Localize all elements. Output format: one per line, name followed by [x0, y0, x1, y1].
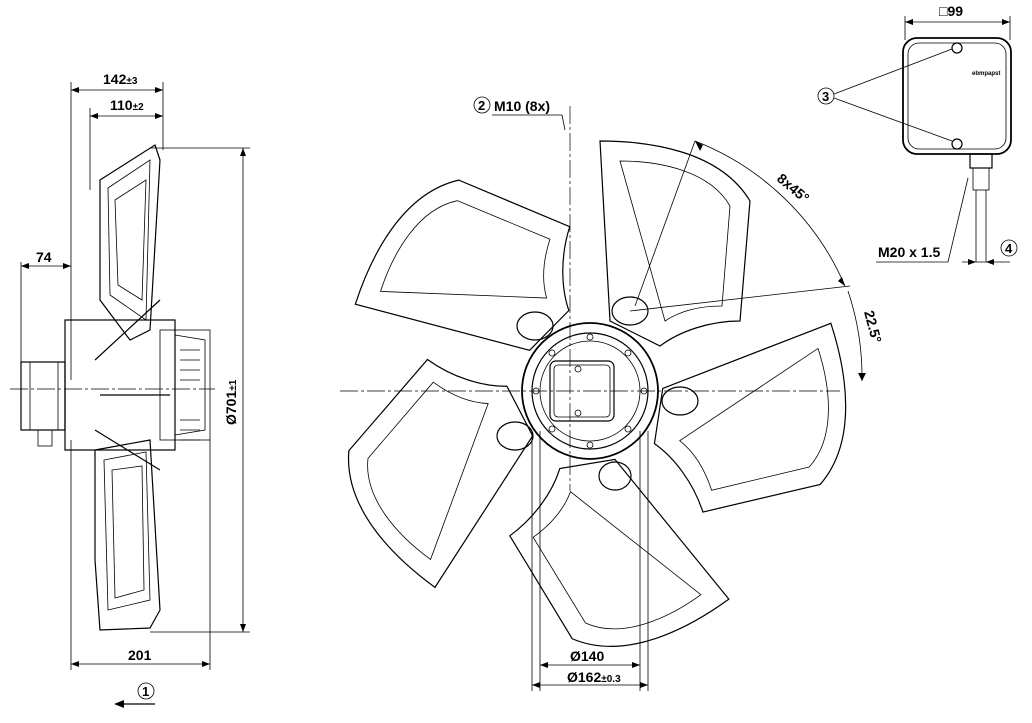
- dim-angle-pitch: 8x45°: [774, 170, 812, 206]
- dim-74: 74: [36, 249, 52, 265]
- dim-box-size: □99: [939, 3, 963, 19]
- dim-angle-offset: 22.5°: [861, 309, 885, 345]
- callout-3: 3: [822, 89, 829, 104]
- mounting-lugs: [496, 296, 699, 491]
- motor-fins: [180, 349, 200, 441]
- front-view: [340, 106, 866, 691]
- dim-screw: M10 (8x): [494, 98, 550, 114]
- terminal-box-view: □99 ebmpapst 3 M20 x 1.5 4: [817, 3, 1018, 265]
- dim-hub-inner: Ø140: [570, 648, 604, 664]
- dim-701: Ø701±1: [223, 379, 239, 425]
- box-logo: ebmpapst: [972, 71, 1000, 77]
- callout-2-group: 2 M10 (8x): [473, 96, 566, 131]
- dim-201: 201: [128, 647, 152, 663]
- blade: [508, 458, 730, 647]
- dim-hub-outer: Ø162±0.3: [567, 669, 621, 685]
- dim-gland: M20 x 1.5: [878, 244, 940, 260]
- blade: [348, 358, 534, 589]
- blade: [653, 322, 847, 513]
- dim-142: 142±3: [103, 71, 138, 87]
- blade: [354, 179, 571, 352]
- callout-1: 1: [142, 684, 149, 699]
- callout-4: 4: [1005, 241, 1013, 256]
- terminal-box: [902, 37, 1012, 155]
- side-view: 142±3 110±2 74: [10, 71, 250, 708]
- dim-110: 110±2: [110, 97, 144, 113]
- blade: [599, 140, 751, 347]
- hub-screws: [532, 333, 648, 449]
- callout-2: 2: [478, 98, 485, 113]
